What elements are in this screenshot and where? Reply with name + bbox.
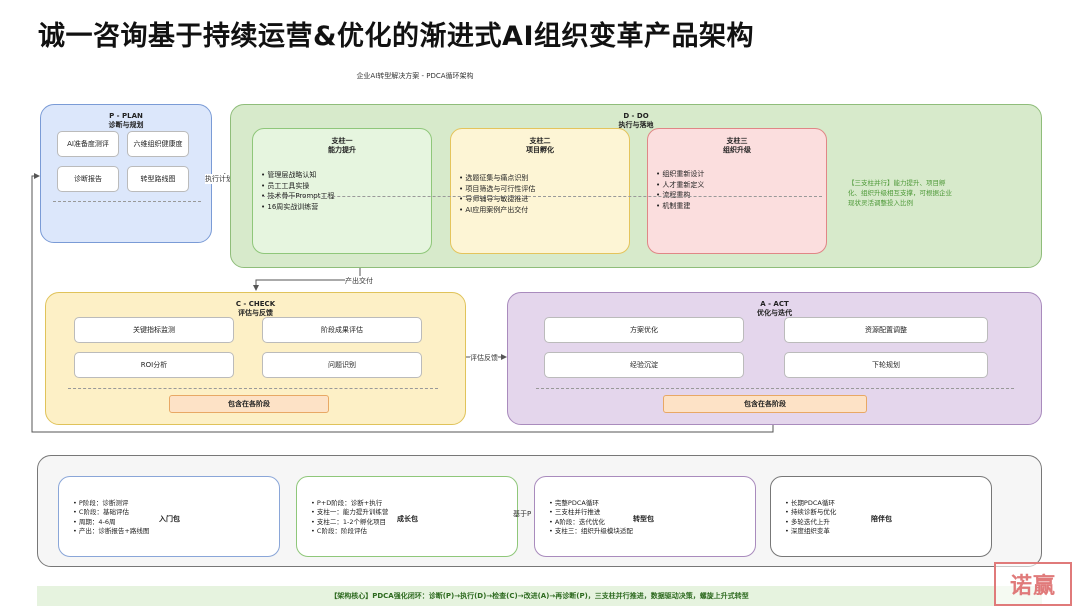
- stage-tag: 包含在各阶段: [169, 395, 329, 413]
- list-item: • A阶段：迭代优化: [549, 517, 605, 526]
- list-item: • 人才重新定义: [656, 180, 705, 189]
- package-transformation: • 完整PDCA循环 • 三支柱并行推进 • A阶段：迭代优化 • 支柱三：组织…: [534, 476, 756, 557]
- list-item: • 深度组织变革: [785, 526, 830, 535]
- package-name: 陪伴包: [871, 515, 892, 523]
- package-list: • P阶段：诊断测评 • C阶段：基础评估 • 周期：4-6周 • 产出：诊断报…: [73, 499, 149, 536]
- flow-label-do-to-check: 产出交付: [345, 276, 373, 286]
- package-starter: • P阶段：诊断测评 • C阶段：基础评估 • 周期：4-6周 • 产出：诊断报…: [58, 476, 280, 557]
- list-item: • 持续诊断与优化: [785, 508, 837, 517]
- act-subtitle: 优化与迭代: [757, 309, 792, 317]
- divider: [536, 388, 1014, 389]
- diagram-subtitle: 企业AI转型解决方案 - PDCA循环架构: [356, 72, 474, 80]
- divider: [53, 201, 201, 202]
- pillar-list: • 管理层战略认知 • 员工工具实操 • 技术骨干Prompt工程 • 16周实…: [261, 170, 334, 212]
- check-item: 阶段成果评估: [262, 317, 422, 343]
- list-item: • 选题征集与痛点识别: [459, 174, 529, 182]
- act-item: 方案优化: [544, 317, 744, 343]
- three-pillar-note: 【三支柱并行】能力提升、项目孵化、组织升级相互支撑，可根据企业现状灵活调整投入比…: [848, 179, 952, 207]
- package-list: • 完整PDCA循环 • 三支柱并行推进 • A阶段：迭代优化 • 支柱三：组织…: [549, 499, 633, 536]
- list-item: • 支柱三：组织升级模块适配: [549, 526, 633, 535]
- list-item: • 长期PDCA循环: [785, 499, 835, 507]
- do-title: D - DO: [623, 112, 649, 120]
- act-item: 资源配置调整: [784, 317, 988, 343]
- list-item: • C阶段：基础评估: [73, 508, 129, 517]
- arrow-do-to-check: [253, 268, 361, 291]
- package-companion: • 长期PDCA循环 • 持续诊断与优化 • 多轮迭代上升 • 深度组织变革 陪…: [770, 476, 992, 557]
- package-growth: • P+D阶段：诊断+执行 • 支柱一：能力提升训练营 • 支柱二：1-2个孵化…: [296, 476, 518, 557]
- pillar-title: 支柱一: [331, 137, 353, 145]
- pillar-subtitle: 能力提升: [328, 146, 356, 154]
- list-item: • 员工工具实操: [261, 181, 310, 190]
- check-item: ROI分析: [74, 352, 234, 378]
- check-item: 问题识别: [262, 352, 422, 378]
- divider: [68, 388, 438, 389]
- plan-item: 诊断报告: [57, 166, 119, 192]
- list-item: • P阶段：诊断测评: [73, 499, 129, 507]
- check-subtitle: 评估与反馈: [238, 309, 273, 317]
- stage-tag: 包含在各阶段: [663, 395, 867, 413]
- list-item: • 机制重建: [656, 201, 691, 210]
- list-item: • 组织重新设计: [656, 170, 705, 178]
- flow-label-package-link: 基于P: [513, 510, 532, 518]
- check-panel: C - CHECK 评估与反馈 关键指标监测 阶段成果评估 ROI分析 问题识别…: [45, 292, 466, 425]
- act-panel: A - ACT 优化与迭代 方案优化 资源配置调整 经验沉淀 下轮规划 包含在各…: [507, 292, 1042, 425]
- package-name: 转型包: [633, 515, 654, 523]
- plan-title: P - PLAN: [109, 112, 143, 120]
- flow-label-check-to-act: 评估反馈: [470, 353, 498, 363]
- pillar-capability: 支柱一 能力提升 • 管理层战略认知 • 员工工具实操 • 技术骨干Prompt…: [252, 128, 432, 254]
- act-title: A - ACT: [760, 300, 789, 308]
- list-item: • 多轮迭代上升: [785, 517, 830, 526]
- list-item: • 管理层战略认知: [261, 171, 317, 179]
- do-subtitle: 执行与落地: [618, 121, 654, 129]
- plan-item: 转型路线图: [127, 166, 189, 192]
- check-item: 关键指标监测: [74, 317, 234, 343]
- flow-label-plan-to-do: 执行计划: [205, 174, 233, 184]
- list-item: • 导师辅导与敏捷推进: [459, 195, 529, 204]
- divider: [262, 196, 822, 197]
- pillar-subtitle: 组织升级: [723, 146, 751, 154]
- plan-item: 六维组织健康度: [127, 131, 189, 157]
- plan-subtitle: 诊断与规划: [108, 121, 144, 129]
- plan-panel: P - PLAN 诊断与规划 AI准备度测评 六维组织健康度 诊断报告 转型路线…: [40, 104, 212, 243]
- list-item: • 项目筛选与可行性评估: [459, 184, 536, 193]
- package-list: • P+D阶段：诊断+执行 • 支柱一：能力提升训练营 • 支柱二：1-2个孵化…: [311, 499, 388, 536]
- list-item: • 三支柱并行推进: [549, 508, 601, 517]
- act-item: 下轮规划: [784, 352, 988, 378]
- check-title: C - CHECK: [235, 300, 276, 308]
- page-title: 诚一咨询基于持续运营&优化的渐进式AI组织变革产品架构: [38, 21, 754, 52]
- list-item: • 流程重构: [656, 191, 691, 200]
- plan-item: AI准备度测评: [57, 131, 119, 157]
- pillar-subtitle: 项目孵化: [526, 146, 554, 154]
- pillar-organization: 支柱三 组织升级 • 组织重新设计 • 人才重新定义 • 流程重构 • 机制重建: [647, 128, 827, 254]
- list-item: • P+D阶段：诊断+执行: [311, 499, 383, 507]
- architecture-core-banner: 【架构核心】PDCA强化闭环：诊断(P)→执行(D)→检查(C)→改进(A)→再…: [37, 586, 1042, 606]
- pillar-incubation: 支柱二 项目孵化 • 选题征集与痛点识别 • 项目筛选与可行性评估 • 导师辅导…: [450, 128, 630, 254]
- pillar-title: 支柱二: [529, 137, 551, 145]
- logo-stamp: 诺赢: [994, 562, 1072, 606]
- list-item: • 产出：诊断报告+路线图: [73, 526, 150, 535]
- package-name: 入门包: [159, 515, 180, 523]
- pillar-list: • 组织重新设计 • 人才重新定义 • 流程重构 • 机制重建: [656, 169, 704, 211]
- package-list: • 长期PDCA循环 • 持续诊断与优化 • 多轮迭代上升 • 深度组织变革: [785, 499, 836, 536]
- arrow-act-to-plan: [31, 173, 774, 433]
- pillar-title: 支柱三: [726, 137, 748, 145]
- package-name: 成长包: [397, 515, 418, 523]
- list-item: • 支柱一：能力提升训练营: [311, 508, 389, 517]
- list-item: • 支柱二：1-2个孵化项目: [311, 517, 387, 526]
- list-item: • C阶段：阶段评估: [311, 526, 367, 535]
- list-item: • 完整PDCA循环: [549, 499, 599, 507]
- pillar-list: • 选题征集与痛点识别 • 项目筛选与可行性评估 • 导师辅导与敏捷推进 • A…: [459, 173, 535, 215]
- act-item: 经验沉淀: [544, 352, 744, 378]
- list-item: • 周期：4-6周: [73, 517, 116, 526]
- list-item: • 16周实战训练营: [261, 202, 319, 211]
- list-item: • AI应用案例产出交付: [459, 205, 529, 214]
